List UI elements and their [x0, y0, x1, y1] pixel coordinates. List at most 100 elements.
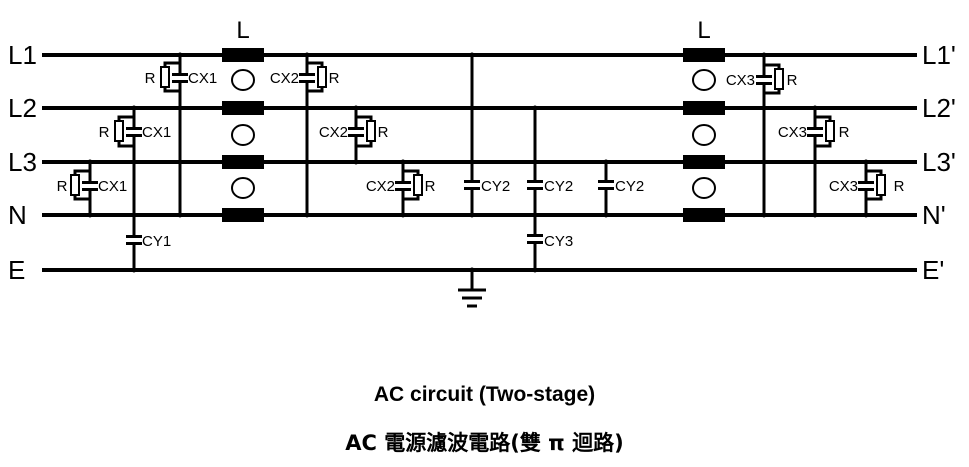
- junction-dot-21: [761, 52, 767, 58]
- cx1-l1-n-resistor: [160, 66, 170, 88]
- cx2-l1-n-cap-label: CX2: [270, 70, 299, 87]
- choke-2-core-l2: [683, 101, 725, 115]
- cx2-l2-l3-capacitor-plate-bottom: [348, 134, 364, 137]
- cx2-l3-n-capacitor-plate-top: [395, 181, 411, 184]
- cx3-l2-l3-capacitor-gap: [813, 130, 817, 134]
- choke-1-core-l1: [222, 48, 264, 62]
- choke-1-coil-2: [231, 124, 255, 146]
- junction-dot-1: [177, 212, 183, 218]
- choke-1-core-l3: [222, 155, 264, 169]
- bus-label-l1-right: L1': [922, 40, 956, 70]
- bus-label-n-left: N: [8, 200, 27, 230]
- cy1-label: CY1: [142, 233, 171, 250]
- junction-dot-23: [812, 105, 818, 111]
- cx3-l1-n-capacitor-gap: [762, 78, 766, 82]
- cy3-label: CY3: [544, 233, 573, 250]
- cy2-a-capacitor-gap: [470, 183, 474, 187]
- cx2-l3-n-capacitor-gap: [401, 184, 405, 188]
- cx2-l3-n-res-label: R: [425, 178, 436, 195]
- cx3-l3-n-capacitor-gap: [864, 184, 868, 188]
- cx1-l2-l3-cap-label: CX1: [142, 124, 171, 141]
- choke-1-core-l2: [222, 101, 264, 115]
- cx1-l3-n-capacitor-plate-top: [82, 181, 98, 184]
- cx1-l3-n-resistor: [70, 174, 80, 196]
- choke-1-label: L: [236, 17, 249, 44]
- cy3-capacitor-plate-top: [527, 234, 543, 237]
- junction-dot-6: [87, 212, 93, 218]
- cy2-a-capacitor-plate-top: [464, 180, 480, 183]
- junction-dot-10: [353, 159, 359, 165]
- cx1-l3-n-capacitor-gap: [88, 184, 92, 188]
- choke-2-coil-1: [692, 69, 716, 91]
- junction-dot-25: [863, 159, 869, 165]
- cx2-l3-n-resistor: [413, 174, 423, 196]
- cy2-a-capacitor-plate-bottom: [464, 187, 480, 190]
- cy1-capacitor-gap: [132, 238, 136, 242]
- cy2-b-capacitor-gap: [533, 183, 537, 187]
- bus-label-l1-left: L1: [8, 40, 37, 70]
- junction-dot-9: [353, 105, 359, 111]
- cy2-a-label: CY2: [481, 178, 510, 195]
- cx2-l3-n-capacitor-plate-bottom: [395, 188, 411, 191]
- cx1-l3-n-res-label: R: [57, 178, 68, 195]
- cx2-l1-n-capacitor-gap: [305, 76, 309, 80]
- choke-2-core-n: [683, 208, 725, 222]
- bus-label-e-left: E: [8, 255, 25, 285]
- junction-dot-11: [400, 159, 406, 165]
- bus-lines: [42, 53, 917, 272]
- cx1-l1-n-capacitor-plate-top: [172, 73, 188, 76]
- cx2-l2-l3-capacitor-plate-top: [348, 127, 364, 130]
- components: [70, 48, 886, 273]
- cx2-l2-l3-cap-label: CX2: [319, 124, 348, 141]
- junction-dot-18: [532, 267, 538, 273]
- bus-label-n-right: N': [922, 200, 946, 230]
- cx1-l3-n-cap-label: CX1: [98, 178, 127, 195]
- cy2-c-capacitor-gap: [604, 183, 608, 187]
- cx3-l2-l3-res-label: R: [839, 124, 850, 141]
- cx3-l3-n-resistor: [876, 174, 886, 196]
- junction-dot-12: [400, 212, 406, 218]
- junction-dot-26: [863, 212, 869, 218]
- junction-dot-17: [532, 212, 538, 218]
- cx1-l1-n-cap-label: CX1: [188, 70, 217, 87]
- bus-label-l3-left: L3: [8, 147, 37, 177]
- cx1-l3-n-capacitor-plate-bottom: [82, 188, 98, 191]
- cx1-l2-l3-resistor: [114, 120, 124, 142]
- cx2-l1-n-res-label: R: [329, 70, 340, 87]
- choke-1-coil-1: [231, 69, 255, 91]
- cx3-l3-n-capacitor-plate-top: [858, 181, 874, 184]
- cx3-l2-l3-capacitor-plate-bottom: [807, 134, 823, 137]
- junction-dot-0: [177, 52, 183, 58]
- choke-2-label: L: [697, 17, 710, 44]
- cy3-capacitor-plate-bottom: [527, 241, 543, 244]
- cy1-capacitor-plate-top: [126, 235, 142, 238]
- cx1-l1-n-capacitor-gap: [178, 76, 182, 80]
- bus-label-l2-left: L2: [8, 93, 37, 123]
- cy2-b-capacitor-plate-bottom: [527, 187, 543, 190]
- cx1-l2-l3-capacitor-plate-bottom: [126, 134, 142, 137]
- cx2-l1-n-resistor: [317, 66, 327, 88]
- junction-dot-24: [812, 212, 818, 218]
- cx2-l1-n-capacitor-plate-bottom: [299, 80, 315, 83]
- cx3-l3-n-cap-label: CX3: [829, 178, 858, 195]
- junction-dot-13: [469, 52, 475, 58]
- cx3-l2-l3-capacitor-plate-top: [807, 127, 823, 130]
- junction-dot-16: [532, 105, 538, 111]
- caption-english: AC circuit (Two-stage): [373, 383, 596, 406]
- choke-2-coil-2: [692, 124, 716, 146]
- bus-label-e-right: E': [922, 255, 944, 285]
- cx3-l3-n-res-label: R: [894, 178, 905, 195]
- cx3-l1-n-resistor: [774, 68, 784, 90]
- cx1-l1-n-res-label: R: [145, 70, 156, 87]
- junction-dot-15: [469, 267, 475, 273]
- junction-dot-22: [761, 212, 767, 218]
- cy2-c-capacitor-plate-bottom: [598, 187, 614, 190]
- cx1-l2-l3-capacitor-gap: [132, 130, 136, 134]
- cy2-b-capacitor-plate-top: [527, 180, 543, 183]
- junction-dot-5: [87, 159, 93, 165]
- cx3-l1-n-capacitor-plate-bottom: [756, 82, 772, 85]
- cx1-l2-l3-res-label: R: [99, 124, 110, 141]
- bus-label-l2-right: L2': [922, 93, 956, 123]
